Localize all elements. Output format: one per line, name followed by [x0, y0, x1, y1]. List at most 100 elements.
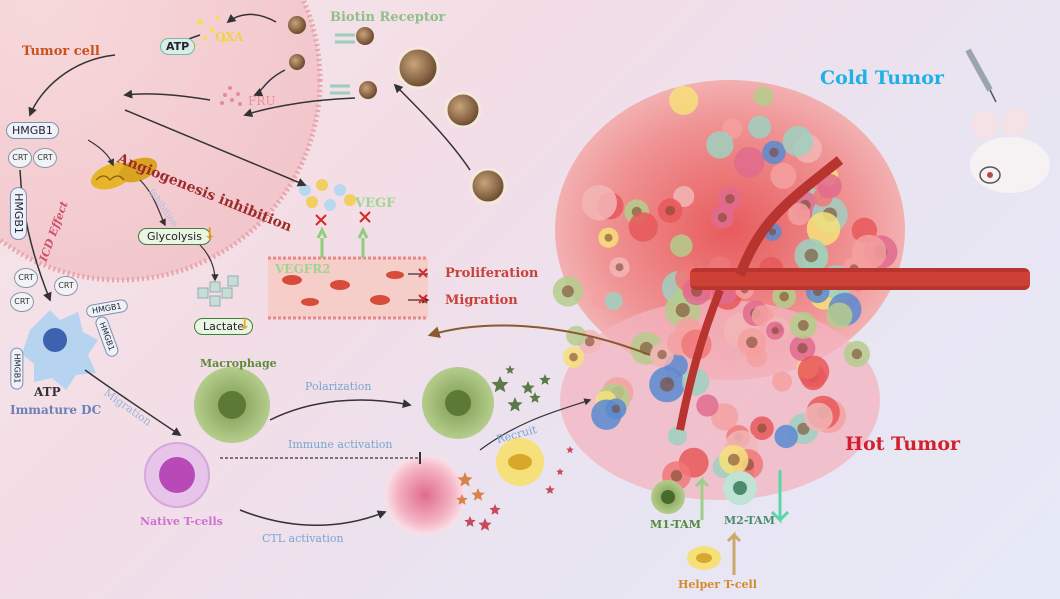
- tumor-cluster-cell: [711, 403, 739, 431]
- mouse-icon: [970, 108, 1050, 193]
- blood-vessel-panel: [268, 211, 428, 320]
- tumor-cluster-cell: [581, 185, 617, 221]
- tumor-cluster-cell: [628, 212, 658, 242]
- tumor-cluster-cell: [774, 424, 798, 449]
- cytokine-pentagon: [464, 516, 476, 527]
- tumor-cluster-nucleus: [657, 349, 667, 360]
- immune-activation-label: Immune activation: [288, 438, 393, 451]
- tumor-cluster-cell: [770, 162, 797, 189]
- cytokine-star: [529, 392, 541, 403]
- nanoparticles: [288, 16, 507, 205]
- tumor-cluster-cell: [753, 86, 774, 107]
- tumor-cluster-cell: [706, 131, 734, 159]
- cytokine-star: [491, 376, 509, 393]
- tumor-cluster-cell: [566, 325, 587, 346]
- ctl-activation-label: CTL activation: [262, 532, 344, 545]
- ctl-cell: [385, 455, 465, 535]
- cold-tumor-label: Cold Tumor: [820, 67, 944, 89]
- polarization-label: Polarization: [305, 380, 372, 393]
- immature-dc-cell: [22, 310, 98, 390]
- tumor-cluster-cell: [604, 291, 623, 310]
- vegf-molecules-icon: [299, 179, 356, 211]
- macrophage-cell: [194, 367, 270, 443]
- tumor-cluster-cell: [772, 371, 792, 392]
- cytokine-star: [505, 365, 515, 374]
- tumor-cluster-nucleus: [768, 228, 777, 236]
- tumor-cluster-nucleus: [757, 423, 767, 433]
- tumor-cluster-cell: [669, 85, 699, 115]
- cytokine-pentagon: [471, 488, 485, 501]
- tumor-cluster-nucleus: [797, 422, 810, 435]
- tumor-cluster-cell: [734, 147, 765, 178]
- tumor-cell-label: Tumor cell: [22, 44, 100, 59]
- tumor-cluster-cell: [806, 212, 841, 246]
- glycolysis-badge: Glycolysis: [138, 228, 211, 245]
- up-arrow-icon: [694, 476, 710, 520]
- tumor-cluster-nucleus: [717, 212, 728, 223]
- cytokine-pentagon: [556, 468, 564, 476]
- oxa-label: OXA: [215, 30, 244, 44]
- tumor-cluster-cell: [782, 126, 813, 157]
- dc-crt-badge-3: CRT: [10, 292, 34, 312]
- blood-vessel: [676, 156, 1030, 431]
- lactate-badge: Lactate: [194, 318, 254, 335]
- down-arrow-icon: [770, 470, 790, 524]
- native-t-cells-label: Native T-cells: [140, 515, 223, 528]
- tumor-cluster-cell: [804, 402, 833, 432]
- cytokine-star: [539, 374, 551, 385]
- lactate-down-arrow-icon: ↓: [238, 314, 252, 333]
- tumor-cluster-nucleus: [611, 404, 621, 414]
- fru-label: FRU: [248, 94, 276, 108]
- crt-badge-1: CRT: [8, 148, 32, 168]
- helper-t-cell: [496, 438, 544, 486]
- dc-hmgb1-badge-3: HMGB1: [10, 347, 24, 390]
- tumor-cluster-cell: [826, 302, 853, 329]
- cytokines-pentagons: [456, 446, 574, 531]
- m2-tam-legend-cell: [723, 471, 757, 505]
- dc-crt-badge-1: CRT: [14, 268, 38, 288]
- macrophage-label: Macrophage: [200, 357, 277, 370]
- mitochondria-icon: [90, 157, 158, 190]
- fru-molecules-icon: [220, 86, 242, 106]
- m2-tam-label: M2-TAM: [724, 514, 775, 527]
- vegfr2-label: VEGFR2: [275, 262, 331, 276]
- cytokines-stars: [491, 365, 551, 412]
- dc-atp-label: ATP: [34, 385, 61, 399]
- helper-t-cell-label: Helper T-cell: [678, 578, 757, 591]
- cytokine-pentagon: [566, 446, 574, 454]
- tumor-cluster-cell: [667, 426, 688, 446]
- glycolysis-down-arrow-icon: ↓: [203, 224, 217, 243]
- tumor-cluster-nucleus: [604, 233, 613, 242]
- vegf-label: VEGF: [355, 196, 396, 211]
- cytokine-pentagon: [478, 518, 492, 531]
- cytokine-pentagon: [457, 472, 473, 487]
- tumor-cluster-cell: [787, 203, 811, 226]
- tumor-cluster-cell: [748, 115, 772, 139]
- tumor-cluster-nucleus: [771, 327, 779, 335]
- native-t-cell: [144, 442, 210, 508]
- tumor-cell-body: [0, 0, 323, 283]
- hmgb1-badge: HMGB1: [6, 122, 59, 139]
- tumor-cluster-nucleus: [727, 453, 740, 466]
- tumor-cluster-nucleus: [797, 320, 809, 331]
- tumor-cluster-cell: [817, 173, 842, 199]
- m1-tam-label: M1-TAM: [650, 518, 701, 531]
- tumor-cluster-nucleus: [675, 303, 690, 318]
- tumor-cluster-nucleus: [725, 194, 735, 204]
- lactate-cubes-icon: [197, 275, 239, 307]
- cytokine-pentagon: [456, 494, 468, 505]
- tumor-cluster-nucleus: [569, 352, 578, 362]
- tumor-cluster-nucleus: [769, 147, 779, 158]
- oxa-molecules-icon: [193, 16, 227, 47]
- helper-up-arrow-icon: [726, 531, 742, 575]
- hot-tumor-label: Hot Tumor: [845, 433, 961, 455]
- m1-tam-legend-cell: [651, 480, 685, 514]
- cytokine-star: [521, 381, 535, 394]
- proliferation-label: Proliferation: [445, 266, 539, 281]
- tumor-cluster-nucleus: [615, 263, 624, 272]
- tumor-cluster-nucleus: [670, 470, 683, 482]
- tumor-cells-cluster: [552, 85, 898, 491]
- tumor-cluster-nucleus: [659, 377, 675, 392]
- tumor-cluster-cell: [696, 394, 719, 417]
